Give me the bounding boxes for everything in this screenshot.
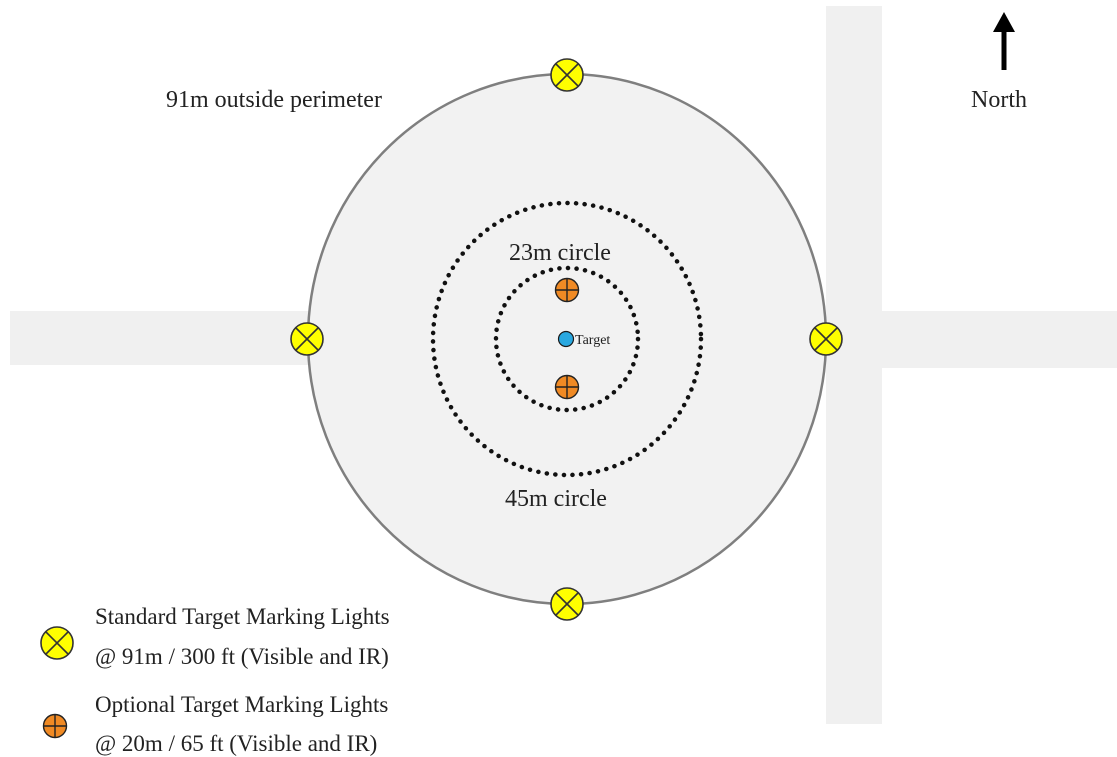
optional-light-icon: [42, 713, 68, 739]
circle-45m: [430, 200, 704, 478]
standard-light-south: [550, 587, 584, 621]
perimeter-label: 91m outside perimeter: [166, 87, 382, 113]
target-label: Target: [575, 333, 610, 348]
circle-45m-label: 45m circle: [505, 486, 607, 512]
circle-23m-label: 23m circle: [509, 240, 611, 266]
legend-standard-line2: @ 91m / 300 ft (Visible and IR): [95, 644, 389, 669]
road-west: [10, 311, 310, 365]
target-point: [557, 330, 575, 348]
standard-light-icon: [40, 626, 74, 660]
legend-standard-line1: Standard Target Marking Lights: [95, 604, 390, 629]
road-east: [880, 311, 1117, 368]
standard-light-east: [809, 322, 843, 356]
optional-light-north: [554, 277, 580, 303]
optional-light-south: [554, 374, 580, 400]
standard-light-north: [550, 58, 584, 92]
road-north-south: [826, 6, 882, 724]
north-arrow-icon: [993, 12, 1015, 70]
circle-23m: [493, 265, 641, 413]
legend-optional-line2: @ 20m / 65 ft (Visible and IR): [95, 731, 377, 756]
legend-optional-line1: Optional Target Marking Lights: [95, 692, 388, 717]
legend: Standard Target Marking Lights @ 91m / 3…: [40, 604, 390, 756]
standard-light-west: [290, 322, 324, 356]
north-label: North: [971, 87, 1027, 113]
